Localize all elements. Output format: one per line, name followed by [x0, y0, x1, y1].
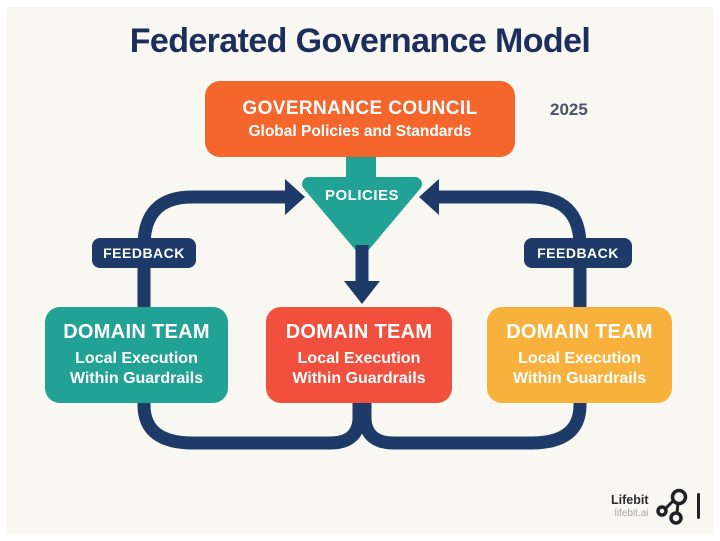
year-label: 2025	[550, 100, 588, 119]
domain-team-title: DOMAIN TEAM	[506, 320, 653, 343]
feedback-badge-right: FEEDBACK	[524, 238, 632, 268]
domain-team-line1: Local Execution	[518, 349, 641, 367]
right-arrowhead-icon	[285, 179, 305, 215]
domain-team-line2: Within Guardrails	[512, 370, 647, 387]
down-arrowhead-icon	[344, 281, 380, 304]
right-feedback-loop-line	[358, 190, 587, 450]
domain-team-line2: Within Guardrails	[69, 370, 204, 387]
brand-name: Lifebit	[611, 492, 649, 507]
domain-team-box-center: DOMAIN TEAM Local Execution Within Guard…	[266, 307, 452, 403]
left-feedback-loop-line	[137, 190, 366, 450]
diagram-title: Federated Governance Model	[129, 22, 591, 60]
domain-team-box-right: DOMAIN TEAM Local Execution Within Guard…	[487, 307, 672, 403]
council-subtitle: Global Policies and Standards	[248, 122, 472, 140]
policies-funnel	[302, 177, 422, 254]
domain-team-title: DOMAIN TEAM	[63, 320, 210, 343]
brand-domain: lifebit.ai	[614, 507, 649, 519]
left-arrowhead-icon	[419, 179, 439, 215]
council-title: GOVERNANCE COUNCIL	[242, 97, 478, 119]
domain-team-line2: Within Guardrails	[292, 370, 426, 387]
domain-team-line1: Local Execution	[75, 349, 198, 367]
logo-divider	[696, 493, 700, 519]
feedback-badge-left: FEEDBACK	[92, 238, 196, 268]
domain-team-box-left: DOMAIN TEAM Local Execution Within Guard…	[45, 307, 228, 403]
molecule-icon	[655, 488, 687, 525]
policies-funnel-label: POLICIES	[324, 187, 399, 204]
brand-text: Lifebit lifebit.ai	[611, 493, 649, 520]
governance-council-box: GOVERNANCE COUNCIL Global Policies and S…	[205, 81, 515, 157]
footer-logo: Lifebit lifebit.ai	[611, 487, 700, 525]
domain-team-line1: Local Execution	[297, 349, 421, 367]
domain-team-title: DOMAIN TEAM	[285, 320, 433, 343]
